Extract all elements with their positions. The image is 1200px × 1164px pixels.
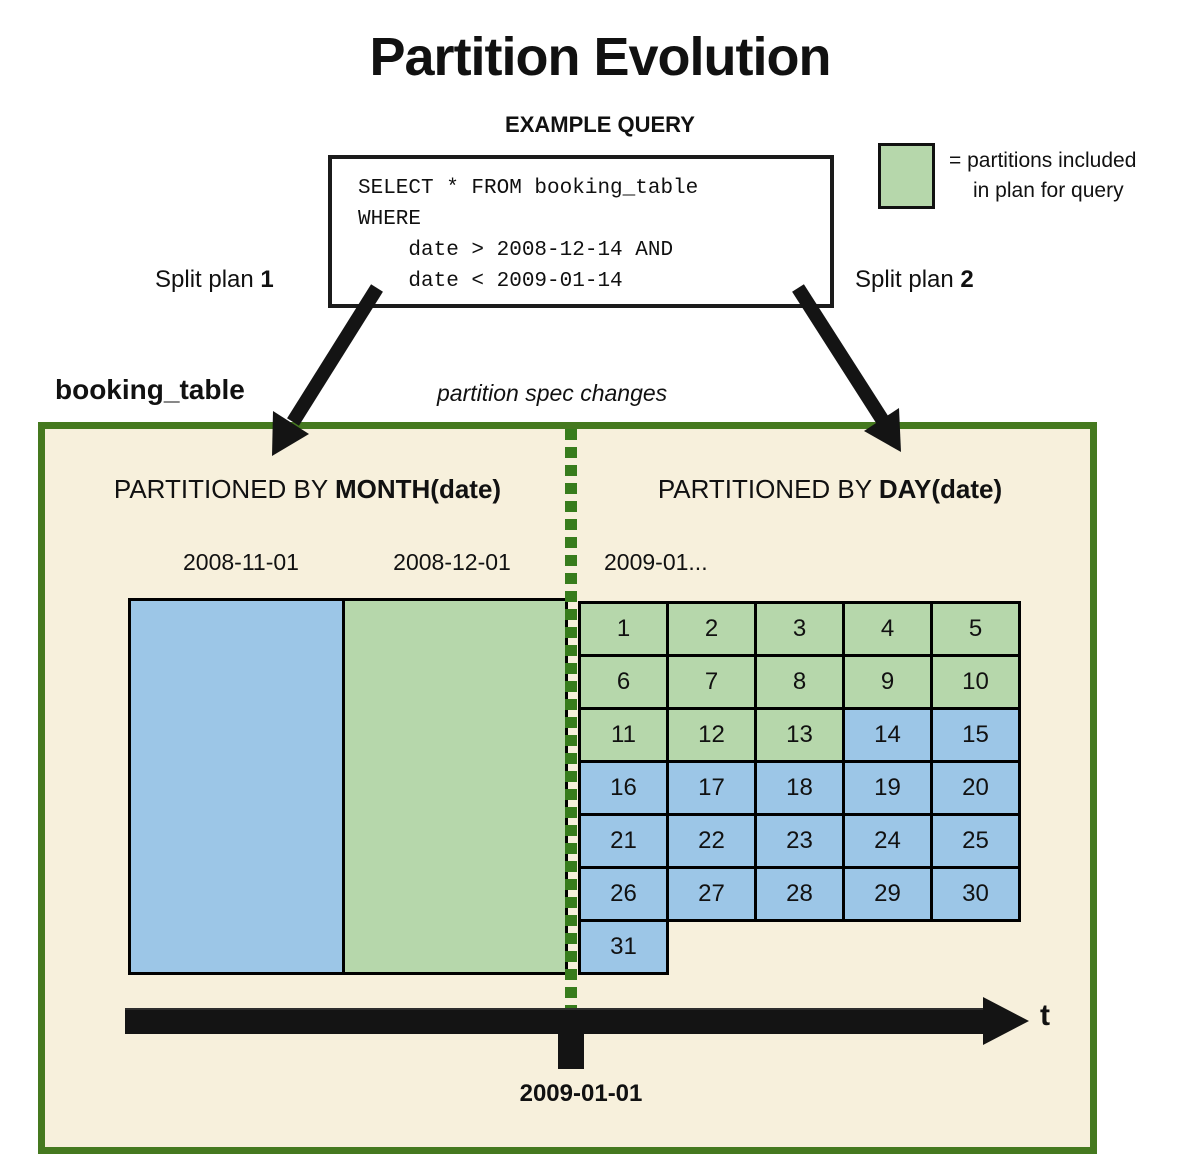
day-partition-cell-6: 6 bbox=[578, 654, 669, 710]
day-partition-cell-12: 12 bbox=[666, 707, 757, 763]
day-partition-header: PARTITIONED BY DAY(date) bbox=[570, 474, 1090, 505]
month-partition-header: PARTITIONED BY MONTH(date) bbox=[45, 474, 570, 505]
day-partition-cell-15: 15 bbox=[930, 707, 1021, 763]
day-partition-cell-30: 30 bbox=[930, 866, 1021, 922]
day-partition-cell-18: 18 bbox=[754, 760, 845, 816]
legend-text-line2: in plan for query bbox=[973, 179, 1124, 202]
month-col-1-label: 2008-11-01 bbox=[183, 549, 299, 575]
day-partition-cell-2: 2 bbox=[666, 601, 757, 657]
day-partition-cell-11: 11 bbox=[578, 707, 669, 763]
day-partition-cell-31: 31 bbox=[578, 919, 669, 975]
day-partition-cell-3: 3 bbox=[754, 601, 845, 657]
day-partition-cell-16: 16 bbox=[578, 760, 669, 816]
booking-table-box: PARTITIONED BY MONTH(date) PARTITIONED B… bbox=[38, 422, 1097, 1154]
month-header-bold: MONTH(date) bbox=[334, 474, 502, 504]
day-partition-cell-21: 21 bbox=[578, 813, 669, 869]
split-plan-2-prefix: Split plan bbox=[855, 266, 961, 293]
timeline-axis-label: t bbox=[1040, 999, 1050, 1032]
split-plan-1-prefix: Split plan bbox=[155, 266, 261, 293]
day-partition-cell-1: 1 bbox=[578, 601, 669, 657]
split-plan-2-label: Split plan 2 bbox=[855, 266, 974, 294]
day-partition-cell-10: 10 bbox=[930, 654, 1021, 710]
split-plan-2-number: 2 bbox=[960, 266, 974, 293]
day-header-prefix: PARTITIONED BY bbox=[657, 474, 879, 504]
day-partition-label: 2009-01... bbox=[604, 549, 708, 575]
booking-table-label: booking_table bbox=[55, 374, 245, 405]
sql-text: SELECT * FROM booking_table WHERE date >… bbox=[358, 177, 699, 293]
legend-green-swatch bbox=[878, 143, 935, 209]
month-partitions bbox=[128, 598, 568, 975]
day-partition-cell-29: 29 bbox=[842, 866, 933, 922]
day-partition-cell-13: 13 bbox=[754, 707, 845, 763]
day-partition-cell-22: 22 bbox=[666, 813, 757, 869]
partition-spec-note: partition spec changes bbox=[437, 380, 668, 406]
example-query-box: SELECT * FROM booking_table WHERE date >… bbox=[328, 155, 834, 308]
day-partition-cell-19: 19 bbox=[842, 760, 933, 816]
day-partition-cell-5: 5 bbox=[930, 601, 1021, 657]
partition-spec-divider-dotted-line bbox=[565, 429, 577, 1011]
day-partition-row: 31 bbox=[578, 919, 1021, 975]
day-partition-cell-24: 24 bbox=[842, 813, 933, 869]
day-header-bold: DAY(date) bbox=[878, 474, 1003, 504]
day-partition-cell-14: 14 bbox=[842, 707, 933, 763]
month-partition-2008-12 bbox=[342, 598, 568, 975]
example-query-label: EXAMPLE QUERY bbox=[505, 112, 695, 137]
legend-text-line1: = partitions included bbox=[949, 149, 1137, 172]
month-partition-2008-11 bbox=[128, 598, 345, 975]
day-partition-cell-28: 28 bbox=[754, 866, 845, 922]
day-partition-cell-8: 8 bbox=[754, 654, 845, 710]
day-partition-cell-27: 27 bbox=[666, 866, 757, 922]
day-partition-cell-23: 23 bbox=[754, 813, 845, 869]
split-plan-1-number: 1 bbox=[260, 266, 274, 293]
timeline-arrow-shaft bbox=[125, 1008, 985, 1034]
month-col-2-label: 2008-12-01 bbox=[393, 549, 511, 575]
page-title: Partition Evolution bbox=[369, 27, 832, 87]
month-header-prefix: PARTITIONED BY bbox=[113, 474, 335, 504]
day-partition-cell-20: 20 bbox=[930, 760, 1021, 816]
day-partition-cell-17: 17 bbox=[666, 760, 757, 816]
legend-text: = partitions included in plan for query bbox=[949, 146, 1136, 209]
legend: = partitions included in plan for query bbox=[878, 143, 1136, 209]
day-partition-cell-7: 7 bbox=[666, 654, 757, 710]
day-partition-cell-9: 9 bbox=[842, 654, 933, 710]
day-partition-cell-4: 4 bbox=[842, 601, 933, 657]
timeline-arrow-head-icon bbox=[983, 997, 1029, 1045]
day-partition-cell-25: 25 bbox=[930, 813, 1021, 869]
timeline-tick bbox=[558, 1029, 584, 1069]
timeline-tick-label: 2009-01-01 bbox=[519, 1080, 643, 1107]
split-plan-1-label: Split plan 1 bbox=[155, 266, 274, 294]
day-partition-cell-26: 26 bbox=[578, 866, 669, 922]
